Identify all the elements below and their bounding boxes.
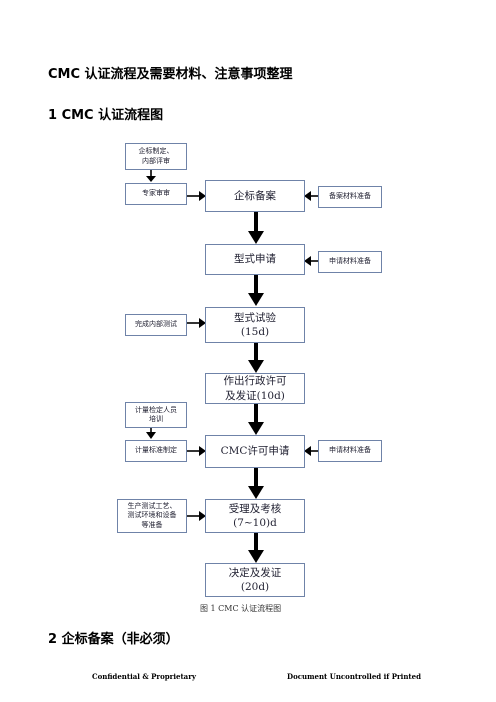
section-heading-2: 2 企标备案（非必须） (48, 632, 179, 647)
document-title: CMC 认证流程及需要材料、注意事项整理 (48, 67, 293, 82)
section-heading-1: 1 CMC 认证流程图 (48, 108, 164, 123)
box-enterprise-standard: 企标制定、 内部评审 (125, 143, 187, 170)
footer-left: Confidential & Proprietary (92, 672, 196, 681)
box-production-prep: 生产测试工艺、 测试环境和设备 等准备 (117, 499, 187, 533)
box-metrology-standard: 计量标准制定 (125, 440, 187, 462)
step-admin-license: 作出行政许可 及发证(10d) (205, 373, 305, 404)
box-internal-test: 完成内部测试 (125, 314, 187, 336)
box-filing-materials: 备案材料准备 (318, 186, 382, 208)
figure-caption: 图 1 CMC 认证流程图 (200, 604, 282, 613)
step-acceptance-review: 受理及考核 (7~10)d (205, 499, 305, 533)
step-decision-certification: 决定及发证 (20d) (205, 563, 305, 597)
box-expert-review: 专家审审 (125, 183, 187, 205)
box-metrology-training: 计量检定人员 培训 (125, 402, 187, 428)
step-type-test: 型式试验 (15d) (205, 307, 305, 343)
box-application-materials-1: 申请材料准备 (318, 251, 382, 273)
box-application-materials-2: 申请材料准备 (318, 440, 382, 462)
step-enterprise-filing: 企标备案 (205, 180, 305, 212)
step-cmc-application: CMC许可申请 (205, 435, 305, 468)
step-type-application: 型式申请 (205, 244, 305, 275)
footer-right: Document Uncontrolled if Printed (287, 672, 422, 681)
